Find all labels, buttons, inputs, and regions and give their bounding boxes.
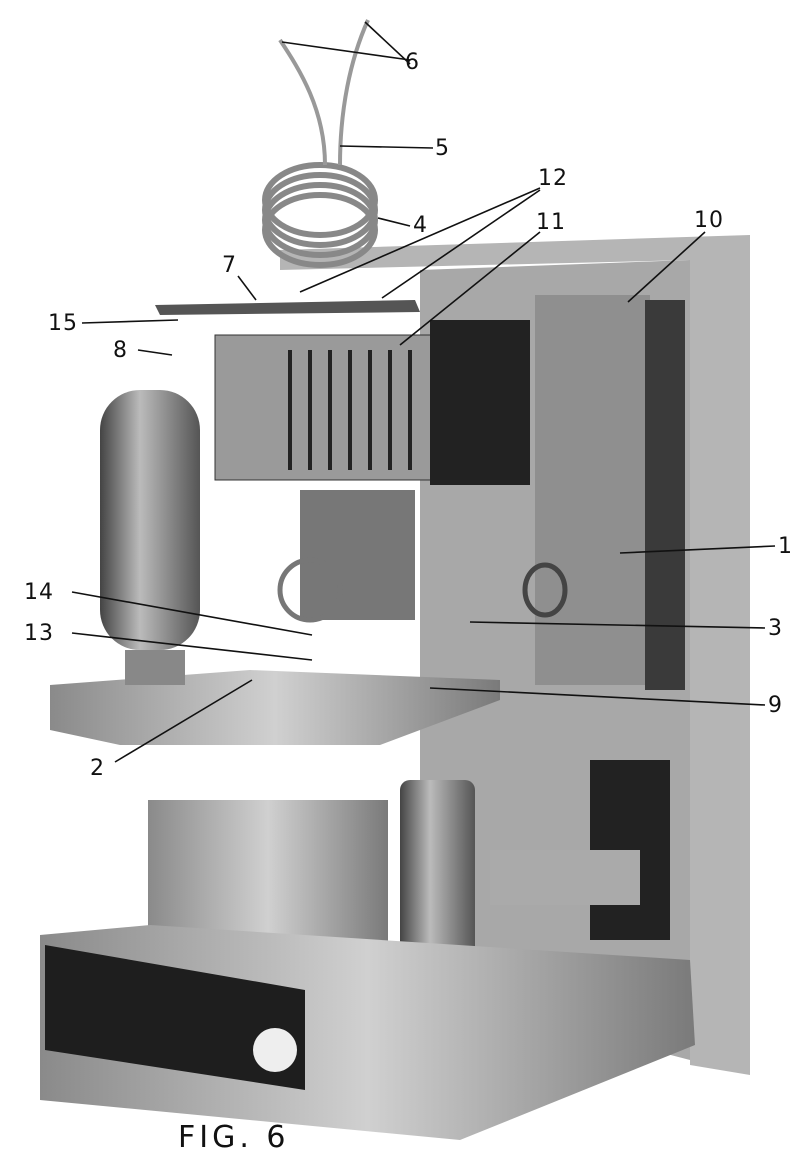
tank-coil-4	[262, 162, 378, 268]
callout-5: 5	[435, 136, 450, 161]
callout-4: 4	[413, 213, 428, 238]
callout-14: 14	[24, 580, 54, 605]
callout-10: 10	[694, 208, 724, 233]
callout-15: 15	[48, 311, 78, 336]
callout-2: 2	[90, 756, 105, 781]
callout-3: 3	[768, 616, 783, 641]
callout-6: 6	[405, 50, 420, 75]
mount-plate-10	[535, 295, 650, 685]
callout-9: 9	[768, 693, 783, 718]
callout-7: 7	[222, 253, 237, 278]
callout-13: 13	[24, 621, 54, 646]
callout-8: 8	[113, 338, 128, 363]
perforated-shield	[300, 490, 415, 620]
callout-12: 12	[538, 166, 568, 191]
callout-1: 1	[778, 534, 793, 559]
figure-caption: FIG. 6	[178, 1120, 290, 1155]
back-panel	[280, 235, 750, 1075]
upper-chassis	[50, 670, 500, 745]
vacuum-tube-left	[100, 390, 200, 650]
callout-11: 11	[536, 210, 566, 235]
leader-lines	[71, 21, 776, 763]
coupling-loop	[522, 562, 568, 618]
top-plate-7	[155, 300, 420, 315]
